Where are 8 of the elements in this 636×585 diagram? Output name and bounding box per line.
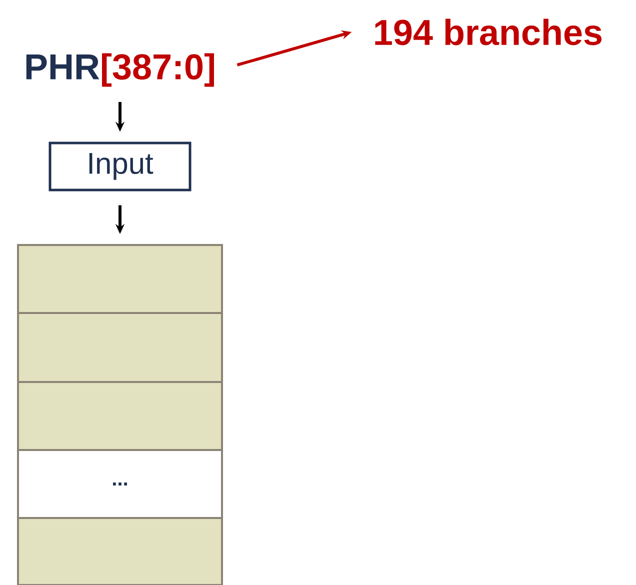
table-cell — [17, 517, 223, 585]
table-cell — [17, 381, 223, 451]
annotation-text: 194 branches — [375, 18, 602, 46]
input-label: PHR[387:0] — [26, 53, 214, 87]
table-cell — [17, 312, 223, 383]
input-box: Input — [48, 142, 192, 192]
table-cell: ... — [17, 449, 223, 519]
table-cell — [17, 244, 223, 314]
